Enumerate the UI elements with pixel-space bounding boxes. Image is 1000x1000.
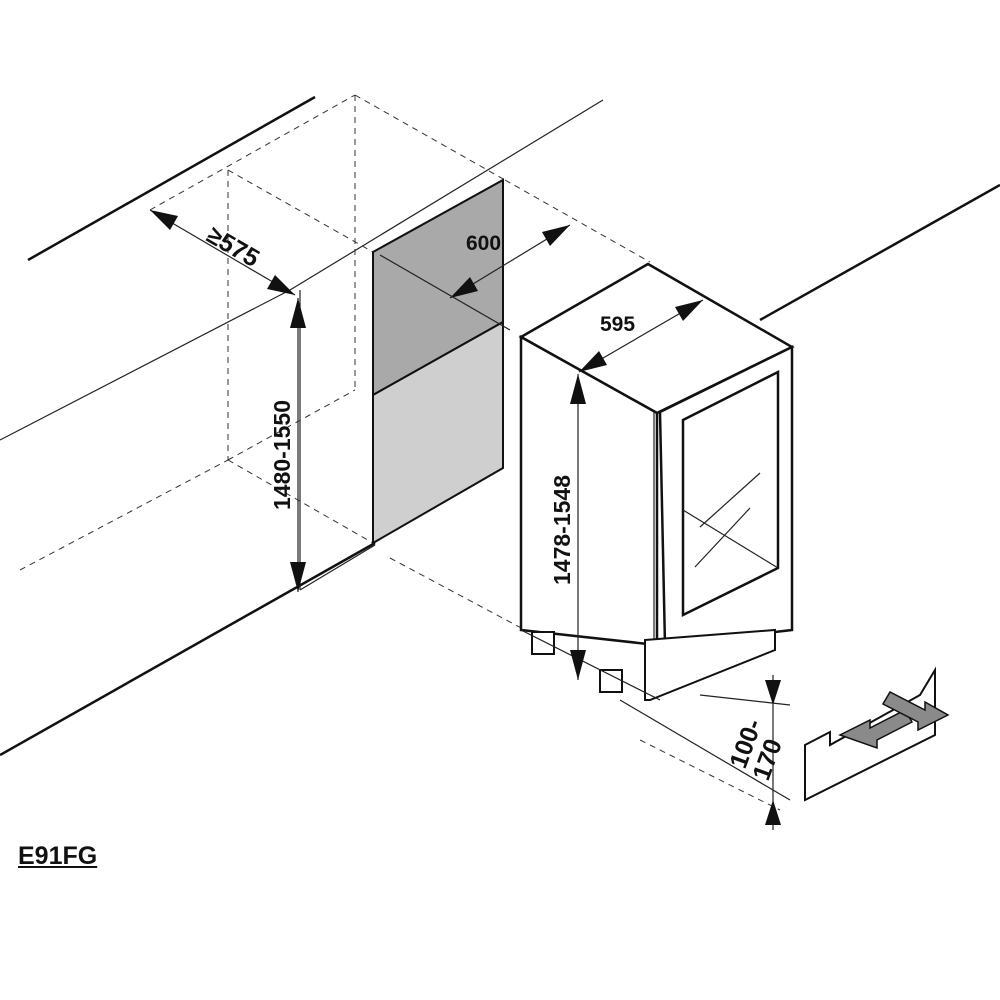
air-flow-icon	[804, 666, 950, 802]
niche-depth-label: ≥575	[202, 221, 264, 273]
appliance-width-label: 595	[600, 313, 635, 336]
niche-width-label: 600	[466, 232, 501, 255]
dimension-lines	[149, 209, 791, 830]
wine-cooler	[518, 262, 795, 701]
appliance-height-label: 1478-1548	[549, 475, 575, 585]
cabinet-outline	[0, 94, 1000, 811]
niche-height-label: 1480-1550	[269, 400, 295, 510]
niche-back-panel-lower	[372, 320, 504, 545]
model-label: E91FG	[18, 842, 98, 870]
